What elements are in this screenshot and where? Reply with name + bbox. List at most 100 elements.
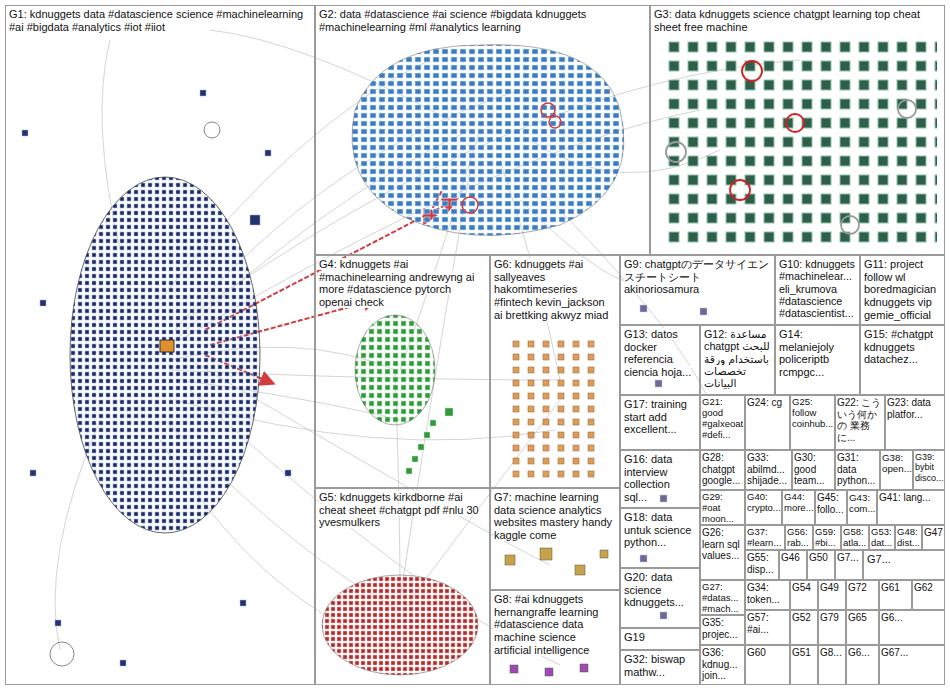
g1-isolates (22, 90, 291, 666)
group-label: G6... (881, 612, 903, 623)
g2-cluster (352, 45, 624, 236)
group-label: G6... (848, 647, 870, 658)
group-label: G29: #oat moon... (702, 491, 734, 524)
group-label: G2: data #datascience #ai science #bigda… (319, 8, 586, 33)
group-box: G6: kdnuggets #ai sallyeaves hakomtimese… (490, 255, 620, 488)
group-box: G53: dat... (869, 525, 895, 550)
group-box: G55: disp... (745, 550, 779, 580)
group-box: G37: #learn... (745, 525, 785, 550)
group-label: G22: こう いう何かの 業務に... (837, 397, 881, 443)
group-box: G2: data #datascience #ai science #bigda… (315, 5, 650, 255)
group-box: G10: kdnuggets #machinelear... eli_krumo… (775, 255, 860, 325)
group-box: G16: data interview collection sql... (620, 450, 700, 508)
group-box: G7: machine learning data science analyt… (490, 488, 620, 590)
group-label: G35: projec... (702, 617, 738, 640)
group-label: G52 (792, 612, 811, 623)
group-label: G4: kdnuggets #ai #machinelearning andre… (319, 258, 474, 308)
group-box: G48: dist... (895, 525, 922, 550)
group-box: G8... (818, 645, 846, 685)
group-label: G65 (848, 612, 867, 623)
group-label: G31: data python... (837, 452, 875, 486)
group-box: G5: kdnuggets kirkdborne #ai cheat sheet… (315, 488, 490, 685)
group-box: G28: chatgpt google... (700, 450, 745, 490)
g2-loops (462, 103, 561, 213)
group-label: G53: dat... (871, 526, 892, 548)
group-label: G32: biswap mathw... (624, 653, 685, 678)
g4-cluster (355, 315, 435, 425)
group-box: G45: follo... (815, 490, 847, 525)
group-box: G24: cg (745, 395, 790, 450)
group-box: G15: #chatgpt kdnuggets datachez... (860, 325, 945, 395)
group-label: G47 (924, 527, 943, 538)
group-label: G17: training start add excellent... (624, 398, 687, 435)
group-label: G15: #chatgpt kdnuggets datachez... (864, 328, 933, 365)
group-label: G24: cg (747, 397, 782, 408)
group-label: G6: kdnuggets #ai sallyeaves hakomtimese… (494, 258, 608, 321)
group-label: G61 (881, 582, 900, 593)
group-label: G34: token... (747, 582, 780, 605)
g3-grid (662, 38, 937, 250)
group-box: G27: #datas... #mach... (700, 580, 745, 615)
group-label: G45: follo... (817, 492, 844, 515)
group-label: G79 (820, 612, 839, 623)
g8-vertices (510, 664, 588, 676)
group-label: G21: good #galxeoat #defi... (702, 396, 743, 440)
group-label: G54 (792, 582, 811, 593)
group-box: G61 (879, 580, 912, 610)
group-label: G9: chatgptのデータサイエンスチートシート akinoriosamur… (624, 258, 769, 295)
group-box: G25: follow coinhub... (790, 395, 835, 450)
group-box: G7... (835, 550, 863, 580)
group-box: G38: open... (880, 450, 913, 490)
g1-cluster (70, 177, 260, 533)
group-box: G4: kdnuggets #ai #machinelearning andre… (315, 255, 490, 488)
group-box: G21: good #galxeoat #defi... (700, 395, 745, 450)
group-box: G6... (846, 645, 879, 685)
hub-vertex (160, 340, 174, 352)
group-label: G28: chatgpt google... (702, 452, 740, 486)
group-label: G49 (820, 582, 839, 593)
group-box: G3: data kdnuggets science chatgpt learn… (650, 5, 945, 255)
group-label: G33: abilmd... shijade... (747, 452, 787, 486)
group-label: G59: #bi... (815, 526, 836, 548)
group-label: G44: more... (784, 491, 814, 513)
g1-loop (204, 122, 220, 138)
group-box: G9: chatgptのデータサイエンスチートシート akinoriosamur… (620, 255, 775, 325)
group-label: G36: kdnug... join... (702, 647, 738, 681)
group-box: G57: #ai... (745, 610, 790, 645)
group-box: G44: more... (782, 490, 815, 525)
group-box: G43: com... (847, 490, 877, 525)
group-box: G14: melaniejoly policeriptb rcmpgc... (775, 325, 860, 395)
group-box: G13: datos docker referencia ciencia hoj… (620, 325, 700, 395)
g6-cluster (510, 340, 602, 480)
group-box: G20: data science kdnuggets... (620, 568, 700, 628)
group-label: G23: data platfor... (887, 397, 931, 420)
group-box: G36: kdnug... join... (700, 645, 745, 685)
group-box: G67... (879, 645, 945, 685)
group-label: G7... (867, 553, 891, 565)
group-box: G72 (846, 580, 879, 610)
group-box: G17: training start add excellent... (620, 395, 700, 450)
group-box: G49 (818, 580, 846, 610)
group-box: G39: bybit disco... (913, 450, 945, 490)
group-label: G26: learn sql values... (702, 527, 740, 561)
g4-chain (406, 408, 453, 474)
group-label: G60 (747, 647, 766, 658)
group-box: G26: learn sql values... (700, 525, 745, 580)
group-label: G1: kdnuggets data #datascience science … (9, 8, 303, 33)
group-box: G41: lang... (877, 490, 945, 525)
group-label: G43: com... (849, 492, 876, 514)
g1-loop (50, 642, 74, 666)
g3-loops (666, 61, 916, 234)
group-box: G32: biswap mathw... (620, 650, 700, 685)
g7-vertices (505, 548, 608, 575)
group-label: G8: #ai kdnuggets hernangraffe learning … (494, 593, 598, 656)
group-label: G62 (914, 582, 933, 593)
group-label: G18: data untuk science python... (624, 511, 691, 548)
g5-cluster (322, 575, 478, 675)
group-label: G5: kdnuggets kirkdborne #ai cheat sheet… (319, 491, 479, 528)
group-label: G50 (809, 552, 828, 563)
group-box: G11: project follow wl boredmagician kdn… (860, 255, 945, 325)
group-label: G56: rab... (787, 526, 809, 548)
group-label: G48: dist... (897, 526, 920, 548)
group-label: G38: open... (882, 452, 912, 474)
